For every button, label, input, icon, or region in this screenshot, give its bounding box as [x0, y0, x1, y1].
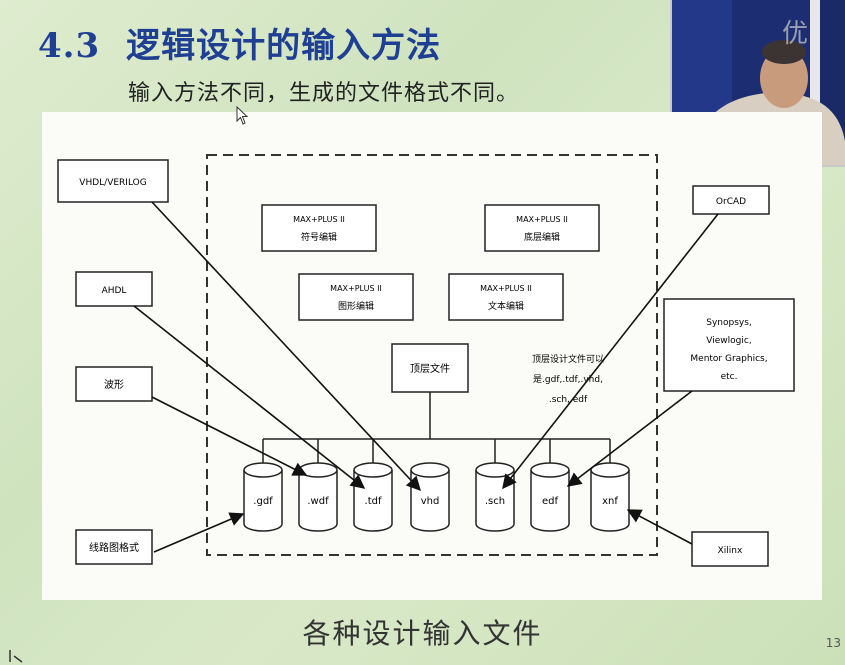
- svg-text:.gdf: .gdf: [253, 496, 273, 507]
- corner-mark-icon: [9, 650, 23, 663]
- title-text: 逻辑设计的输入方法: [126, 26, 442, 66]
- svg-text:xnf: xnf: [602, 496, 618, 507]
- top-level-note: 顶层设计文件可以 是.gdf,.tdf,.vhd, .sch,.edf: [532, 353, 604, 405]
- design-input-diagram: VHDL/VERILOG AHDL 波形 线路图格式 OrCAD Synopsy…: [42, 112, 822, 600]
- input-ahdl-label: AHDL: [102, 286, 127, 296]
- file-cylinder-vhd: vhd: [410, 462, 450, 532]
- input-box-ahdl: AHDL: [75, 271, 153, 307]
- svg-text:文本编辑: 文本编辑: [488, 300, 524, 312]
- svg-text:顶层设计文件可以: 顶层设计文件可以: [532, 353, 604, 365]
- editor-text: MAX+PLUS II 文本编辑: [448, 273, 564, 321]
- section-number: 4.3: [38, 26, 101, 66]
- svg-text:.tdf: .tdf: [365, 496, 382, 507]
- eda-viewlogic: Viewlogic,: [706, 336, 751, 346]
- file-cylinder-sch: .sch: [475, 462, 515, 532]
- input-box-waveform: 波形: [75, 366, 153, 402]
- video-watermark: 优: [782, 19, 808, 49]
- svg-text:是.gdf,.tdf,.vhd,: 是.gdf,.tdf,.vhd,: [533, 374, 603, 385]
- input-waveform-label: 波形: [104, 378, 124, 391]
- input-box-schematic-format: 线路图格式: [75, 529, 153, 565]
- svg-text:.wdf: .wdf: [307, 496, 329, 507]
- file-cylinder-tdf: .tdf: [353, 462, 393, 532]
- editor-floorplan: MAX+PLUS II 底层编辑: [484, 204, 600, 252]
- svg-text:MAX+PLUS II: MAX+PLUS II: [330, 284, 382, 293]
- eda-synopsys: Synopsys,: [706, 318, 752, 328]
- input-orcad-label: OrCAD: [716, 197, 746, 207]
- eda-etc: etc.: [721, 372, 738, 382]
- eda-mentor: Mentor Graphics,: [690, 354, 767, 364]
- slide-title: 4.3 逻辑设计的输入方法: [38, 18, 441, 67]
- input-box-orcad: OrCAD: [692, 185, 770, 215]
- svg-text:底层编辑: 底层编辑: [524, 231, 560, 243]
- file-cylinder-xnf: xnf: [590, 462, 630, 532]
- svg-text:.sch,.edf: .sch,.edf: [549, 395, 588, 405]
- file-cylinder-gdf: .gdf: [243, 462, 283, 532]
- input-box-xilinx: Xilinx: [691, 531, 769, 567]
- svg-text:.sch: .sch: [485, 496, 505, 507]
- maxplus-boundary: [206, 154, 658, 556]
- editor-graphic: MAX+PLUS II 图形编辑: [298, 273, 414, 321]
- svg-text:MAX+PLUS II: MAX+PLUS II: [293, 215, 345, 224]
- top-level-file-box: 顶层文件: [391, 343, 469, 393]
- svg-text:顶层文件: 顶层文件: [410, 362, 450, 375]
- input-schematic-label: 线路图格式: [89, 541, 139, 554]
- editor-symbol: MAX+PLUS II 符号编辑: [261, 204, 377, 252]
- svg-text:符号编辑: 符号编辑: [301, 231, 337, 243]
- file-cylinder-wdf: .wdf: [298, 462, 338, 532]
- slide-caption: 各种设计输入文件: [302, 617, 543, 650]
- svg-text:edf: edf: [542, 496, 559, 507]
- file-cylinder-edf: edf: [530, 462, 570, 532]
- input-box-third-party-eda: Synopsys, Viewlogic, Mentor Graphics, et…: [663, 298, 795, 392]
- input-vhdl-label: VHDL/VERILOG: [79, 178, 146, 188]
- svg-text:图形编辑: 图形编辑: [338, 300, 374, 312]
- svg-text:vhd: vhd: [421, 496, 440, 507]
- slide-subtitle: 输入方法不同，生成的文件格式不同。: [128, 81, 520, 106]
- svg-text:MAX+PLUS II: MAX+PLUS II: [516, 215, 568, 224]
- input-xilinx-label: Xilinx: [718, 546, 743, 556]
- svg-text:MAX+PLUS II: MAX+PLUS II: [480, 284, 532, 293]
- page-number: 13: [825, 636, 841, 650]
- input-box-vhdl: VHDL/VERILOG: [57, 159, 169, 203]
- input-arrows: [133, 201, 719, 553]
- mouse-cursor-icon: [236, 106, 249, 125]
